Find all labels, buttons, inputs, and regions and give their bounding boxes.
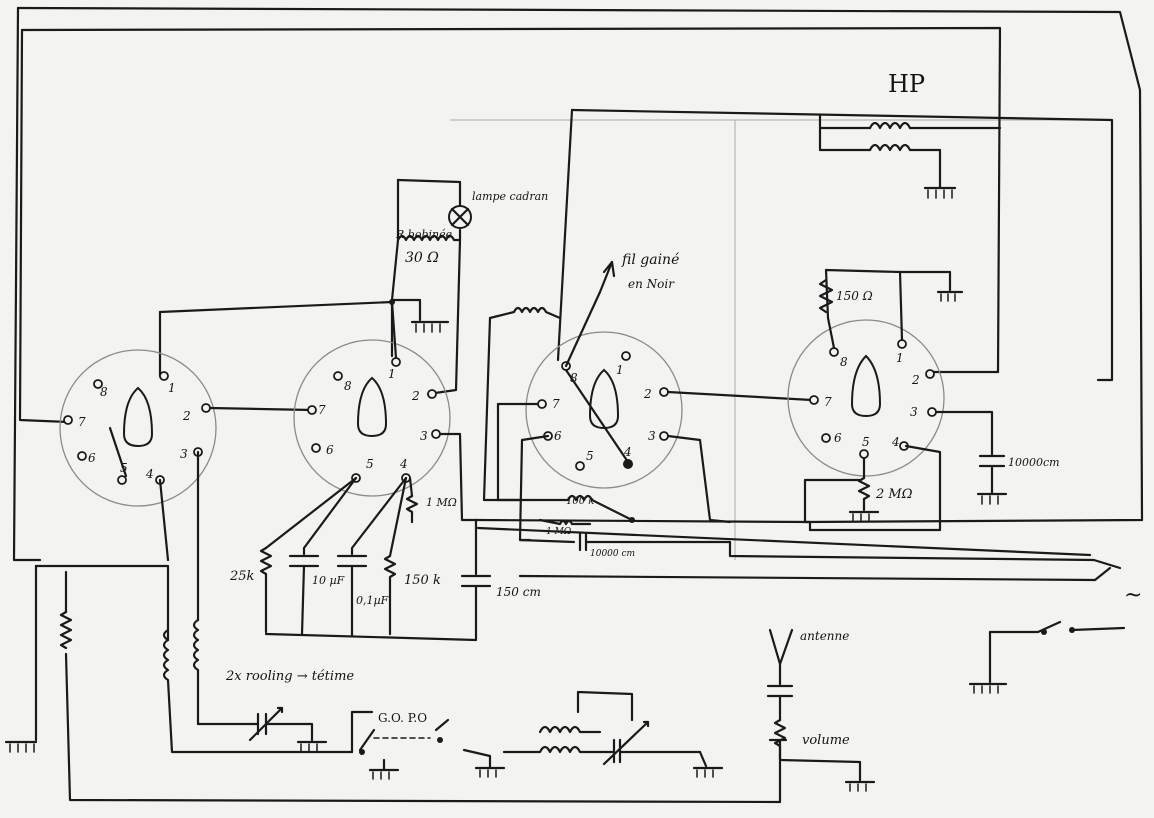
tube-3-pin-label: 5	[586, 449, 594, 463]
c-150-label: 150 cm	[496, 585, 541, 599]
coil-resistor-label: R bobinée	[395, 228, 453, 241]
tube-1-pin-label: 6	[88, 451, 96, 465]
r-2m-label: 2 MΩ	[875, 487, 913, 502]
speaker-transformer: HP	[818, 70, 1002, 199]
tube-2-socket: 1 2 3 4 5 6 7 8	[293, 300, 478, 522]
tube-3-pin-label: 3	[648, 429, 656, 443]
tube-1-pin-label: 2	[182, 409, 191, 423]
tube-2-pin-label: 2	[411, 389, 420, 403]
tube-4-pin-label: 1	[896, 351, 904, 365]
tube-2-pin-label: 3	[420, 429, 428, 443]
mains-symbol: ~	[1124, 583, 1142, 608]
antenna-label: antenne	[800, 629, 849, 643]
speaker-label: HP	[888, 70, 925, 98]
tube-3-pin-label: 7	[552, 397, 560, 411]
tube-3-pin-label: 4	[623, 445, 632, 459]
r-100k-label: 100 k	[566, 496, 594, 507]
c-10000-label: 10000cm	[1008, 456, 1060, 469]
tube-1-pin-label: 4	[145, 467, 154, 481]
c-10000-small-label: 10000 cm	[590, 549, 635, 559]
tube-4-pin-label: 8	[840, 355, 848, 369]
tube-2-pin-label: 5	[366, 457, 374, 471]
r-25k-label: 25k	[229, 569, 255, 584]
tube-3-pin-label: 8	[570, 371, 578, 385]
detector-network: 25k 10 µF 0,1µF 150 k 1 MΩ 150 cm	[229, 476, 541, 642]
lamp-label: lampe cadran	[472, 190, 548, 203]
volume-label: volume	[802, 733, 850, 748]
tube-2-pin-label: 7	[318, 403, 326, 417]
tube-2-pin-label: 6	[326, 443, 334, 457]
wire-note-1: fil gainé	[621, 252, 679, 268]
c-01uf-label: 0,1µF	[356, 594, 389, 607]
r-1m-label: 1 MΩ	[426, 496, 457, 509]
tube-2-pin-label: 8	[344, 379, 352, 393]
tube-3-pin-label: 6	[554, 429, 562, 443]
tube-4-pin-label: 2	[911, 373, 920, 387]
r-150k-label: 150 k	[404, 573, 441, 588]
tube-2-pin-label: 4	[399, 457, 408, 471]
tube-4-pin-label: 6	[834, 431, 842, 445]
tube-4-pin-label: 4	[891, 435, 900, 449]
r-150-label: 150 Ω	[836, 289, 873, 303]
paper-texture	[450, 119, 1110, 560]
coil-resistor-value: 30 Ω	[405, 250, 439, 266]
rf-front-end: 2x rooling → tétime G.O. P.O antenne vol…	[59, 610, 1126, 792]
tube-4-pin-label: 3	[910, 405, 918, 419]
dial-lamp-circuit: lampe cadran R bobinée 30 Ω	[158, 178, 548, 396]
tube-4-pin-label: 5	[862, 435, 870, 449]
tube-3-socket: 1 2 3 4 5 6 7 8 fil gainé en Noir	[482, 252, 814, 542]
tube-1-pin-label: 1	[168, 381, 176, 395]
tube-1-pin-label: 7	[78, 415, 86, 429]
tube-3-pin-label: 1	[616, 363, 624, 377]
tube-1-socket: 1 2 3 4 5 6 7 8	[59, 349, 314, 622]
wire-note-2: en Noir	[628, 277, 675, 291]
coil-note: 2x rooling → tétime	[225, 669, 354, 684]
tube-1-pin-label: 8	[100, 385, 108, 399]
tube-4-socket: 1 2 3 4 5 6 7 8 150 Ω 10000cm 2 MΩ	[787, 268, 1060, 532]
tube-4-pin-label: 7	[824, 395, 832, 409]
switch-label: G.O. P.O	[378, 711, 427, 725]
tube-1-pin-label: 3	[180, 447, 188, 461]
interstage-components: 100 k 1 MΩ 10000 cm ~	[474, 494, 1142, 608]
tube-2-pin-label: 1	[388, 367, 396, 381]
c-10uf-label: 10 µF	[312, 574, 345, 587]
tube-3-pin-label: 2	[643, 387, 652, 401]
outer-wiring	[4, 6, 1144, 804]
